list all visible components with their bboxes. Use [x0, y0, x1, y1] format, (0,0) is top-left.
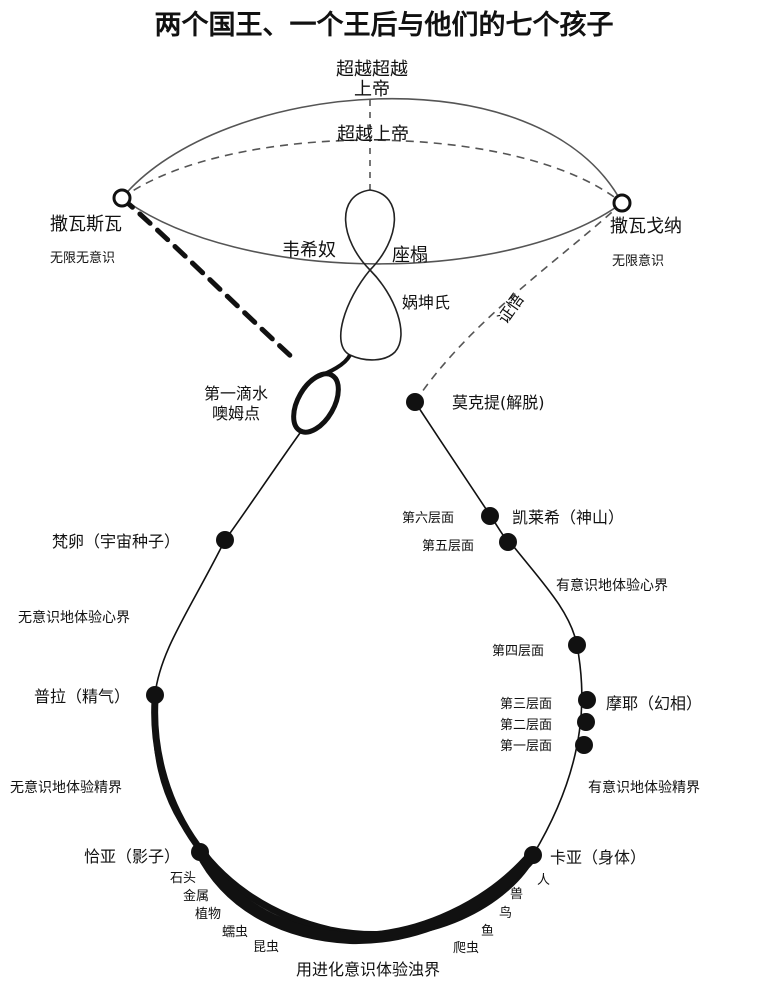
- evolution-plant: 植物: [195, 907, 221, 922]
- shadow-label: 恰亚（影子）: [84, 847, 180, 866]
- diagram-title: 两个国王、一个王后与他们的七个孩子: [155, 9, 614, 41]
- subtle-left-label: 无意识地体验精界: [10, 779, 122, 796]
- evolution-fish: 鱼: [481, 923, 494, 939]
- figure-eight-upper-loop: [344, 189, 396, 271]
- mental-left-label: 无意识地体验心界: [18, 609, 130, 626]
- realization-dashes: [414, 202, 623, 403]
- evolution-human: 人: [537, 873, 550, 888]
- liberation-label: 莫克提(解脱): [452, 393, 545, 412]
- dot-plane5: [499, 533, 517, 551]
- plane3-label: 第三层面: [500, 697, 552, 712]
- body-label: 卡亚（身体）: [550, 848, 646, 867]
- supreme-label-line1: 超越超越: [336, 59, 408, 80]
- seat-label: 座榻: [392, 245, 428, 266]
- left-king-name: 撒瓦斯瓦: [50, 214, 122, 235]
- left-descent-dashes: [119, 195, 298, 363]
- dot-body: [524, 846, 542, 864]
- left-king-circle: [112, 188, 132, 208]
- figure-eight-lower-loop: [340, 269, 402, 361]
- gross-world-curve-thick: [194, 844, 539, 945]
- plane1-label: 第一层面: [500, 739, 552, 754]
- lower-arc: [121, 197, 623, 265]
- kailas-label: 凯莱希（神山）: [512, 508, 624, 527]
- drop-label-line2: 噢姆点: [212, 404, 260, 423]
- mental-right-label: 有意识地体验心界: [556, 577, 668, 594]
- evolution-worm: 蠕虫: [222, 925, 248, 940]
- dot-plane4: [568, 636, 586, 654]
- evolution-insect: 昆虫: [253, 940, 279, 955]
- gross-world-label: 用进化意识体验浊界: [296, 960, 440, 979]
- left-descent-line: [152, 432, 301, 851]
- transcendent-label: 超越上帝: [337, 124, 409, 145]
- right-king-sub: 无限意识: [612, 253, 664, 269]
- right-ascent-line: [414, 401, 583, 856]
- subtle-right-label: 有意识地体验精界: [588, 779, 700, 796]
- right-king-name: 撒瓦戈纳: [610, 216, 682, 237]
- plane4-label: 第四层面: [492, 644, 544, 659]
- right-king-circle: [612, 193, 632, 213]
- dot-plane6: [481, 507, 499, 525]
- dot-prana: [146, 686, 164, 704]
- plane2-label: 第二层面: [500, 718, 552, 733]
- dot-liberation: [406, 393, 424, 411]
- dot-seed: [216, 531, 234, 549]
- seed-label: 梵卵（宇宙种子）: [52, 532, 180, 551]
- realization-label: 证悟: [494, 290, 528, 327]
- queen-label: 娲坤氏: [402, 293, 450, 312]
- upper-arc: [121, 97, 623, 204]
- vishnu-label: 韦希奴: [282, 240, 336, 261]
- plane6-label: 第六层面: [402, 511, 454, 526]
- evolution-beast: 兽: [510, 887, 523, 902]
- middle-dashed-arc: [121, 139, 623, 204]
- evolution-bird: 鸟: [499, 905, 512, 921]
- evolution-metal: 金属: [183, 888, 209, 904]
- supreme-label-line2: 上帝: [354, 79, 390, 100]
- prana-label: 普拉（精气）: [34, 687, 130, 706]
- maya-label: 摩耶（幻相）: [606, 694, 702, 713]
- evolution-reptile: 爬虫: [453, 941, 479, 956]
- dot-plane3: [578, 691, 596, 709]
- dot-shadow: [191, 843, 209, 861]
- evolution-stone: 石头: [170, 871, 196, 886]
- plane5-label: 第五层面: [422, 539, 474, 554]
- dot-plane2: [577, 713, 595, 731]
- dot-plane1: [575, 736, 593, 754]
- drop-label-line1: 第一滴水: [204, 384, 268, 403]
- left-king-sub: 无限无意识: [50, 250, 115, 266]
- first-drop-ring: [291, 371, 341, 435]
